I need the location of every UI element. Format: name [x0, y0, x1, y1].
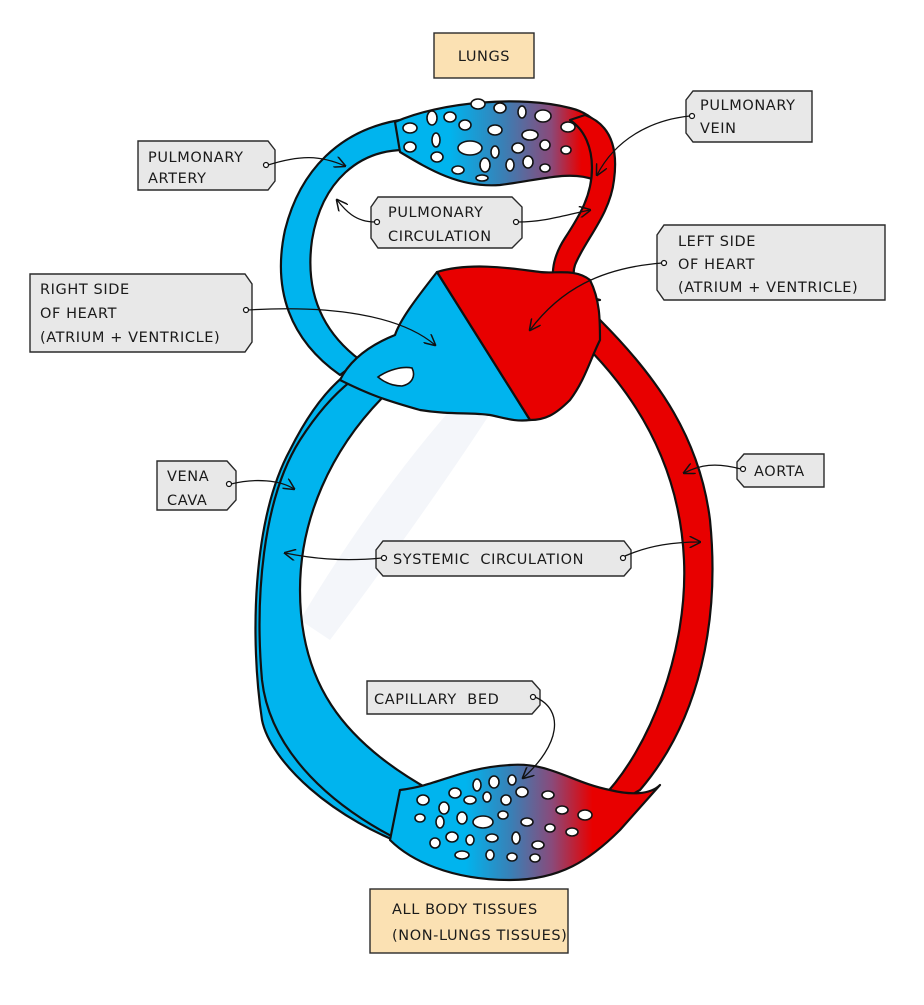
- right-heart-tag: RIGHT SIDE OF HEART (ATRIUM + VENTRICLE): [29, 273, 435, 353]
- left-heart-tag: LEFT SIDE OF HEART (ATRIUM + VENTRICLE): [530, 224, 886, 330]
- body-tissues-box: ALL BODY TISSUES (NON-LUNGS TISSUES): [369, 888, 569, 954]
- vena-cava-vessel-body: [258, 376, 432, 852]
- pulmonary-circulation-tag: PULMONARY CIRCULATION: [337, 196, 590, 249]
- capillary-bed-tag: CAPILLARY BED: [366, 680, 556, 778]
- capillary-bed-label: CAPILLARY BED: [374, 692, 499, 708]
- systemic-circulation-tag: SYSTEMIC CIRCULATION: [285, 541, 700, 577]
- pulmonary-artery-vessel: [279, 118, 407, 377]
- right-heart-line1: RIGHT SIDE: [40, 282, 130, 298]
- lungs-label: LUNGS: [458, 49, 510, 65]
- right-heart-line2: OF HEART: [40, 306, 117, 322]
- pulmonary-artery-line2: ARTERY: [148, 171, 207, 187]
- left-heart-line1: LEFT SIDE: [678, 234, 756, 250]
- lungs-box: LUNGS: [433, 32, 535, 79]
- pulmonary-artery-tag: PULMONARY ARTERY: [137, 140, 345, 191]
- aorta-tag: AORTA: [684, 453, 825, 488]
- pulmonary-circulation-line1: PULMONARY: [388, 205, 484, 221]
- aorta-label: AORTA: [754, 464, 805, 480]
- left-heart-chamber: [435, 265, 602, 422]
- body-tissues-label-line2: (NON-LUNGS TISSUES): [392, 928, 567, 944]
- pulmonary-vein-line1: PULMONARY: [700, 98, 796, 114]
- vena-cava-line2: CAVA: [167, 493, 207, 509]
- left-heart-line2: OF HEART: [678, 257, 755, 273]
- body-capillary-holes: [414, 774, 593, 863]
- aorta-vessel: [558, 318, 714, 837]
- left-heart-line3: (ATRIUM + VENTRICLE): [678, 280, 858, 296]
- systemic-circulation-label: SYSTEMIC CIRCULATION: [393, 552, 584, 568]
- pulmonary-vein-line2: VEIN: [700, 121, 737, 137]
- pulmonary-artery-line1: PULMONARY: [148, 150, 244, 166]
- vena-cava-line1: VENA: [167, 469, 209, 485]
- vena-cava-tag: VENA CAVA: [156, 460, 294, 511]
- pulmonary-vein-tag: PULMONARY VEIN: [597, 90, 813, 175]
- pulmonary-circulation-line2: CIRCULATION: [388, 229, 492, 245]
- lung-capillary-holes: [402, 98, 576, 182]
- body-tissues-label-line1: ALL BODY TISSUES: [392, 902, 538, 918]
- heart-hole: [376, 366, 415, 387]
- right-heart-line3: (ATRIUM + VENTRICLE): [40, 330, 220, 346]
